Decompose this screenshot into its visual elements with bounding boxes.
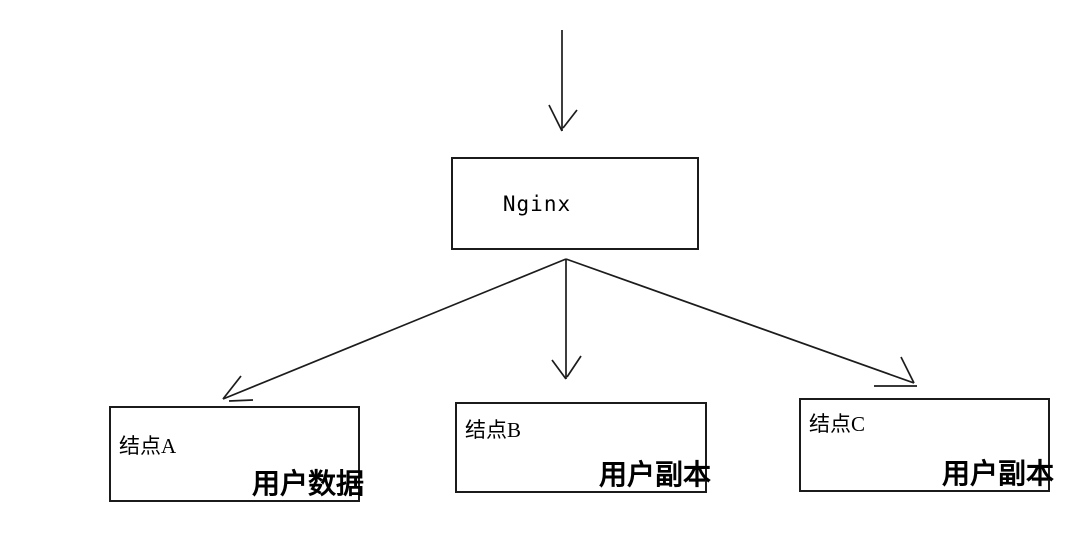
- arrow-incoming-top-icon: [548, 30, 578, 132]
- node-c-role: 用户副本: [941, 458, 1054, 489]
- node-c: 结点C 用户副本: [799, 398, 1054, 492]
- node-a-role: 用户数据: [251, 468, 364, 499]
- node-a-id: 结点A: [119, 434, 177, 458]
- node-b: 结点B 用户副本: [455, 402, 711, 493]
- node-nginx-label: Nginx: [502, 191, 572, 216]
- arrow-nginx-to-node-b-icon: [551, 259, 582, 380]
- node-c-id: 结点C: [809, 412, 866, 436]
- arrow-nginx-to-node-a-icon: [222, 258, 567, 402]
- node-nginx: Nginx: [451, 157, 699, 250]
- node-a: 结点A 用户数据: [109, 406, 364, 502]
- arrow-nginx-to-node-c-icon: [565, 258, 917, 387]
- node-b-role: 用户副本: [598, 459, 711, 490]
- node-b-id: 结点B: [465, 418, 522, 442]
